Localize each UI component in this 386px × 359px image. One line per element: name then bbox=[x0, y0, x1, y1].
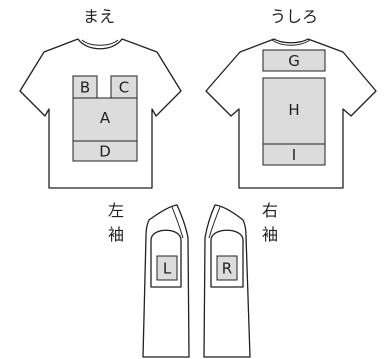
back-zone-i[interactable] bbox=[262, 143, 326, 166]
right-sleeve-title-line2: 袖 bbox=[262, 225, 278, 244]
left-sleeve: 左 袖 L bbox=[108, 201, 190, 358]
back-shirt: うしろ G H I bbox=[205, 7, 377, 189]
front-title: まえ bbox=[83, 7, 115, 26]
front-zone-a-label: A bbox=[100, 109, 111, 127]
back-zone-g-label: G bbox=[288, 52, 300, 70]
back-zone-h-label: H bbox=[288, 101, 299, 119]
right-sleeve: 右 袖 R bbox=[203, 201, 278, 358]
front-zone-c-label: C bbox=[119, 79, 129, 97]
back-zone-g[interactable] bbox=[262, 49, 326, 72]
back-title: うしろ bbox=[270, 7, 318, 26]
right-sleeve-zone-r-label: R bbox=[222, 260, 232, 278]
front-zone-d[interactable] bbox=[72, 140, 138, 162]
left-sleeve-zone-l-label: L bbox=[163, 260, 172, 278]
front-zone-d-label: D bbox=[99, 143, 111, 161]
left-sleeve-cuff-line bbox=[171, 206, 184, 239]
front-zone-a[interactable] bbox=[72, 97, 138, 142]
left-sleeve-title-line2: 袖 bbox=[108, 225, 124, 244]
back-zone-i-label: I bbox=[292, 146, 296, 164]
right-sleeve-zone-r[interactable] bbox=[216, 255, 238, 281]
right-sleeve-title-line1: 右 bbox=[262, 201, 278, 220]
back-zone-h[interactable] bbox=[262, 77, 326, 145]
front-shirt: まえ B C A D bbox=[19, 7, 182, 189]
back-collar bbox=[271, 39, 311, 46]
left-sleeve-zone-l[interactable] bbox=[156, 255, 178, 281]
front-zone-b-label: B bbox=[80, 79, 90, 97]
left-sleeve-title-line1: 左 bbox=[108, 201, 124, 220]
right-sleeve-cuff-line bbox=[208, 206, 221, 239]
front-collar bbox=[81, 39, 119, 46]
